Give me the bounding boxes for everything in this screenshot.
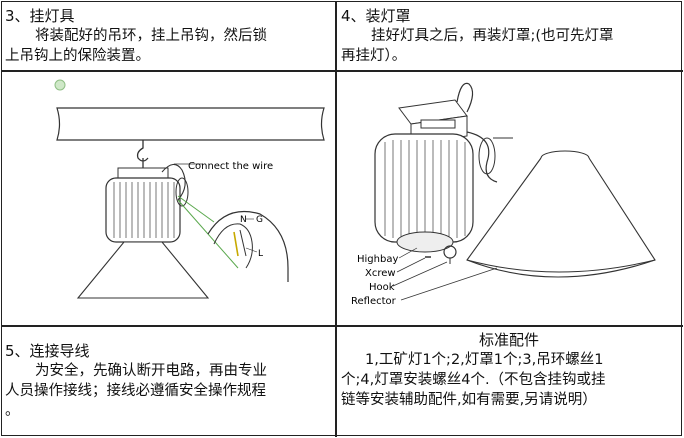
parts-line2: 个;4,灯罩安装螺丝4个.（不包含挂钩或挂 [341, 372, 606, 388]
parts-title: 标准配件 [478, 331, 539, 349]
reflector [466, 157, 656, 278]
ceiling-beam [56, 107, 325, 141]
svg-text:N: N [240, 215, 247, 225]
wiring-detail [207, 210, 289, 282]
parts-line3: 链等安装辅助配件,如有需要,另请说明） [341, 392, 597, 408]
marker-icon [54, 79, 66, 91]
reflector-cone [76, 241, 210, 299]
step3-line2: 上吊钩上的保险装置。 [5, 48, 150, 64]
parts-text: 标准配件 1,工矿灯1个;2,灯罩1个;3,吊环螺丝1 个;4,灯罩安装螺丝4个… [341, 330, 677, 410]
step3-line1: 将装配好的吊环，挂上吊钩，然后锁 [35, 28, 267, 44]
row-divider-bottom [1, 325, 683, 327]
step5-line2: 人员操作接线；接线必遵循安全操作规程 [5, 383, 266, 399]
step3-text: 3、挂灯具 将装配好的吊环，挂上吊钩，然后锁 上吊钩上的保险装置。 [5, 6, 267, 66]
step4-text: 4、装灯罩 挂好灯具之后，再装灯罩;(也可先灯罩 再挂灯）。 [341, 6, 614, 66]
label-highbay: Highbay [357, 254, 398, 265]
highbay-lamp [374, 133, 474, 243]
label-reflector: Reflector [351, 296, 397, 307]
parts-line1: 1,工矿灯1个;2,灯罩1个;3,吊环螺丝1 [365, 352, 604, 368]
step4-line1: 挂好灯具之后，再装灯罩;(也可先灯罩 [371, 28, 614, 44]
lamp-body [105, 177, 181, 243]
step5-line3: 。 [5, 403, 20, 419]
column-divider [335, 1, 337, 437]
step4-title: 4、装灯罩 [341, 7, 411, 25]
reflector-assembly-illustration: Highbay Xcrew Hook Reflector [351, 82, 656, 307]
step3-title: 3、挂灯具 [5, 7, 75, 25]
step5-line1: 为安全，先确认断开电路，再由专业 [35, 363, 267, 379]
svg-text:L: L [258, 249, 263, 259]
step5-title: 5、连接导线 [5, 342, 90, 360]
hook-chain [136, 140, 149, 168]
label-hook: Hook [369, 282, 395, 293]
step4-line2: 再挂灯）。 [341, 48, 407, 64]
hanging-lamp-illustration: Connect the wire N G L [54, 79, 325, 299]
step5-text: 5、连接导线 为安全，先确认断开电路，再由专业 人员操作接线；接线必遵循安全操作… [5, 341, 267, 421]
svg-text:G: G [256, 215, 263, 225]
row-divider-top [1, 70, 683, 72]
connect-wire-label: Connect the wire [188, 161, 273, 172]
label-xcrew: Xcrew [365, 268, 396, 279]
hook-ring [443, 245, 457, 259]
